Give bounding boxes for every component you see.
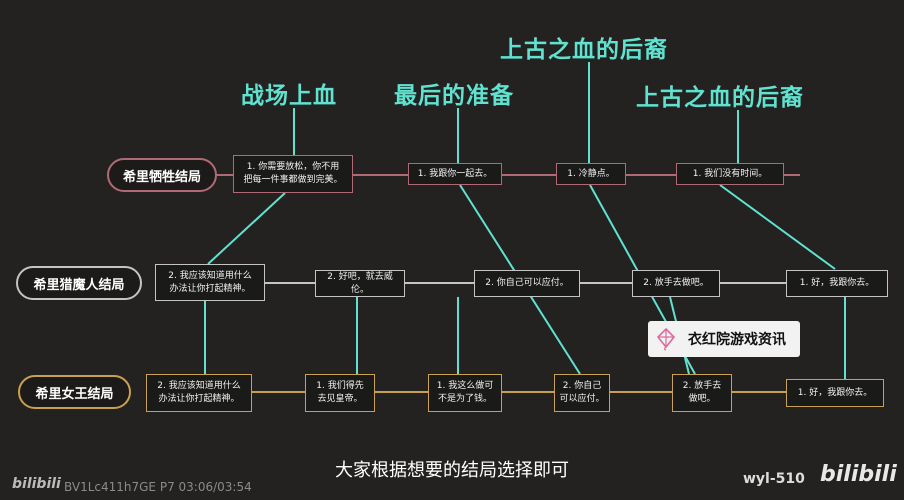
video-subtitle: 大家根据想要的结局选择即可	[335, 460, 569, 481]
kite-icon	[656, 327, 676, 351]
option-empress-1: 2. 我应该知道用什么 办法让你打起精神。	[146, 374, 252, 412]
watermark-badge: 衣红院游戏资讯	[648, 321, 800, 357]
connector-s1-w1	[207, 192, 286, 265]
option-empress-2: 1. 我们得先 去见皇帝。	[305, 374, 375, 412]
ending-label-witcher: 希里猎魔人结局	[16, 266, 142, 300]
ending-label-sacrifice: 希里牺牲结局	[107, 158, 217, 192]
bilibili-logo-small: bilibili	[12, 476, 61, 492]
option-witcher-3: 2. 你自己可以应付。	[474, 270, 580, 297]
header-final-preparation: 最后的准备	[394, 83, 514, 109]
watermark-text: 衣红院游戏资讯	[688, 332, 786, 348]
option-empress-3: 1. 我这么做可 不是为了钱。	[428, 374, 502, 412]
video-info: BV1Lc411h7GE P7 03:06/03:54	[64, 480, 252, 494]
option-empress-4: 2. 你自己 可以应付。	[554, 374, 610, 412]
header-elder-blood-top: 上古之血的后裔	[500, 37, 668, 63]
connector-s4-w5	[719, 184, 836, 270]
option-witcher-2: 2. 好吧，就去威伦。	[315, 270, 405, 297]
header-elder-blood-right: 上古之血的后裔	[636, 85, 804, 111]
option-sacrifice-4: 1. 我们没有时间。	[676, 163, 784, 185]
option-witcher-5: 1. 好，我跟你去。	[786, 270, 888, 297]
option-witcher-1: 2. 我应该知道用什么 办法让你打起精神。	[155, 264, 265, 301]
header-battlefield: 战场上血	[241, 83, 337, 109]
option-sacrifice-2: 1. 我跟你一起去。	[408, 163, 502, 185]
option-sacrifice-3: 1. 冷静点。	[556, 163, 626, 185]
bilibili-logo: bilibili	[820, 462, 897, 487]
option-empress-6: 1. 好，我跟你去。	[786, 379, 884, 407]
ending-label-empress: 希里女王结局	[18, 375, 131, 409]
option-empress-5: 2. 放手去 做吧。	[672, 374, 732, 412]
option-sacrifice-1: 1. 你需要放松，你不用 把每一件事都做到完美。	[233, 155, 353, 193]
uploader-name: wyl-510	[743, 471, 805, 487]
option-witcher-4: 2. 放手去做吧。	[632, 270, 720, 297]
